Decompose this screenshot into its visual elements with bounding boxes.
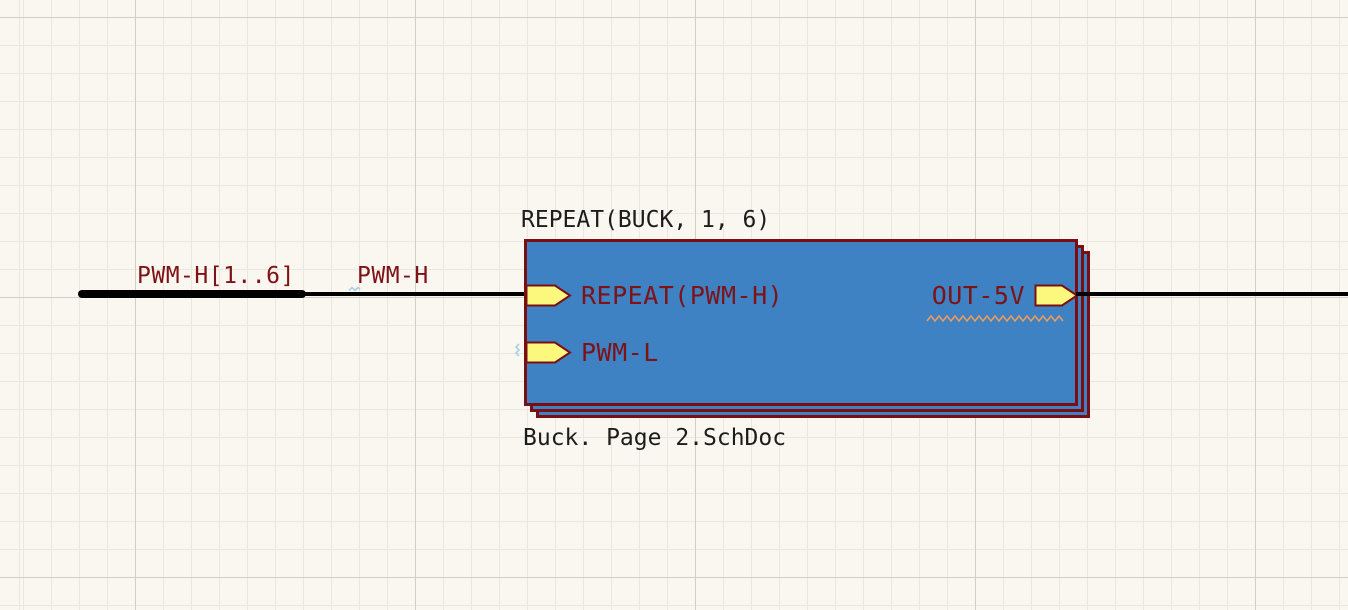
bus-wire-pwm-h[interactable] xyxy=(78,290,306,298)
wire-pwm-h[interactable] xyxy=(304,292,530,296)
port-label: PWM-L xyxy=(581,337,659,367)
compile-marker-icon xyxy=(348,286,361,292)
port-arrow-icon xyxy=(1034,284,1079,306)
port-label: OUT-5V xyxy=(931,280,1025,310)
sheet-entry-out-5v[interactable]: OUT-5V xyxy=(931,280,1079,310)
wire-out-5v[interactable] xyxy=(1076,292,1348,296)
port-arrow-icon xyxy=(525,284,572,306)
sheet-entry-repeat-pwm-h[interactable]: REPEAT(PWM-H) xyxy=(525,280,784,310)
port-arrow-icon xyxy=(525,341,572,363)
net-label-wire[interactable]: PWM-H xyxy=(357,263,429,289)
compile-mask-zigzag xyxy=(926,314,1064,323)
sheet-symbol-buck[interactable] xyxy=(524,239,1078,406)
compile-marker-icon xyxy=(515,343,521,357)
port-label: REPEAT(PWM-H) xyxy=(581,280,784,310)
sheet-filename-label[interactable]: Buck. Page 2.SchDoc xyxy=(523,425,787,451)
sheet-designator-label[interactable]: REPEAT(BUCK, 1, 6) xyxy=(521,207,771,233)
sheet-entry-pwm-l[interactable]: PWM-L xyxy=(525,337,659,367)
net-label-bus[interactable]: PWM-H[1..6] xyxy=(137,263,295,289)
